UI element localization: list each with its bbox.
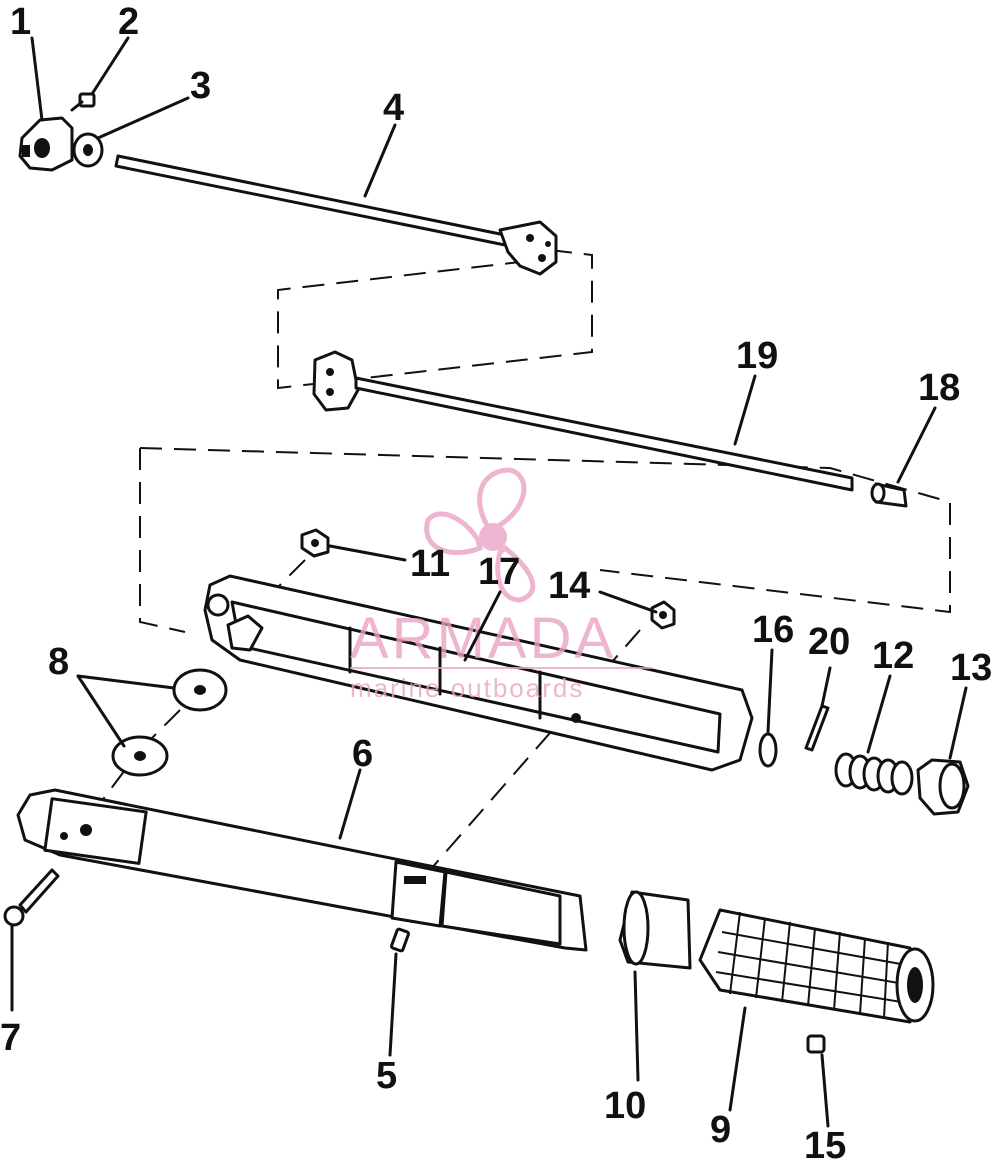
callout-13: 13 (950, 647, 992, 689)
callout-5: 5 (376, 1055, 397, 1097)
part-15-screw (806, 1034, 826, 1054)
callout-16: 16 (752, 609, 794, 651)
callout-11: 11 (410, 543, 450, 585)
part-19-rod (312, 350, 854, 492)
part-1-clamp (18, 116, 74, 172)
callout-9: 9 (710, 1109, 731, 1151)
callout-1: 1 (10, 1, 31, 43)
part-2-screw (70, 92, 96, 112)
callout-19: 19 (736, 335, 778, 377)
part-7-screw (3, 868, 60, 927)
leader-lines (10, 36, 968, 1128)
part-16-washer (758, 732, 778, 768)
callout-20: 20 (808, 621, 850, 663)
part-14-nut (650, 600, 676, 630)
part-3-washer (72, 132, 104, 168)
callout-15: 15 (804, 1125, 846, 1163)
part-13-cap (916, 758, 970, 816)
part-8-washers (111, 668, 228, 777)
part-10-sleeve (618, 890, 692, 970)
part-4-shaft (114, 154, 558, 276)
part-20-pin (804, 704, 830, 752)
callout-4: 4 (383, 87, 404, 129)
part-12-spring (834, 752, 914, 796)
part-18-bushing (870, 482, 908, 508)
watermark-brand: ARMADA (350, 606, 616, 671)
callout-18: 18 (918, 367, 960, 409)
armada-watermark: ARMADA marine outboards (350, 467, 652, 703)
part-5-screw (390, 927, 410, 953)
part-6-tiller-body (16, 788, 588, 952)
callout-7: 7 (0, 1017, 21, 1059)
callout-17: 17 (478, 551, 520, 593)
callout-8: 8 (48, 641, 69, 683)
part-11-nut (300, 528, 330, 558)
callout-2: 2 (118, 1, 139, 43)
callout-6: 6 (352, 733, 373, 775)
callout-3: 3 (190, 65, 211, 107)
part-17-housing (203, 574, 754, 772)
part-9-grip (698, 908, 935, 1024)
propeller-logo-icon (424, 467, 536, 603)
callout-14: 14 (548, 565, 590, 607)
callout-12: 12 (872, 635, 914, 677)
callout-10: 10 (604, 1085, 646, 1127)
watermark-tagline: marine outboards (350, 673, 584, 703)
